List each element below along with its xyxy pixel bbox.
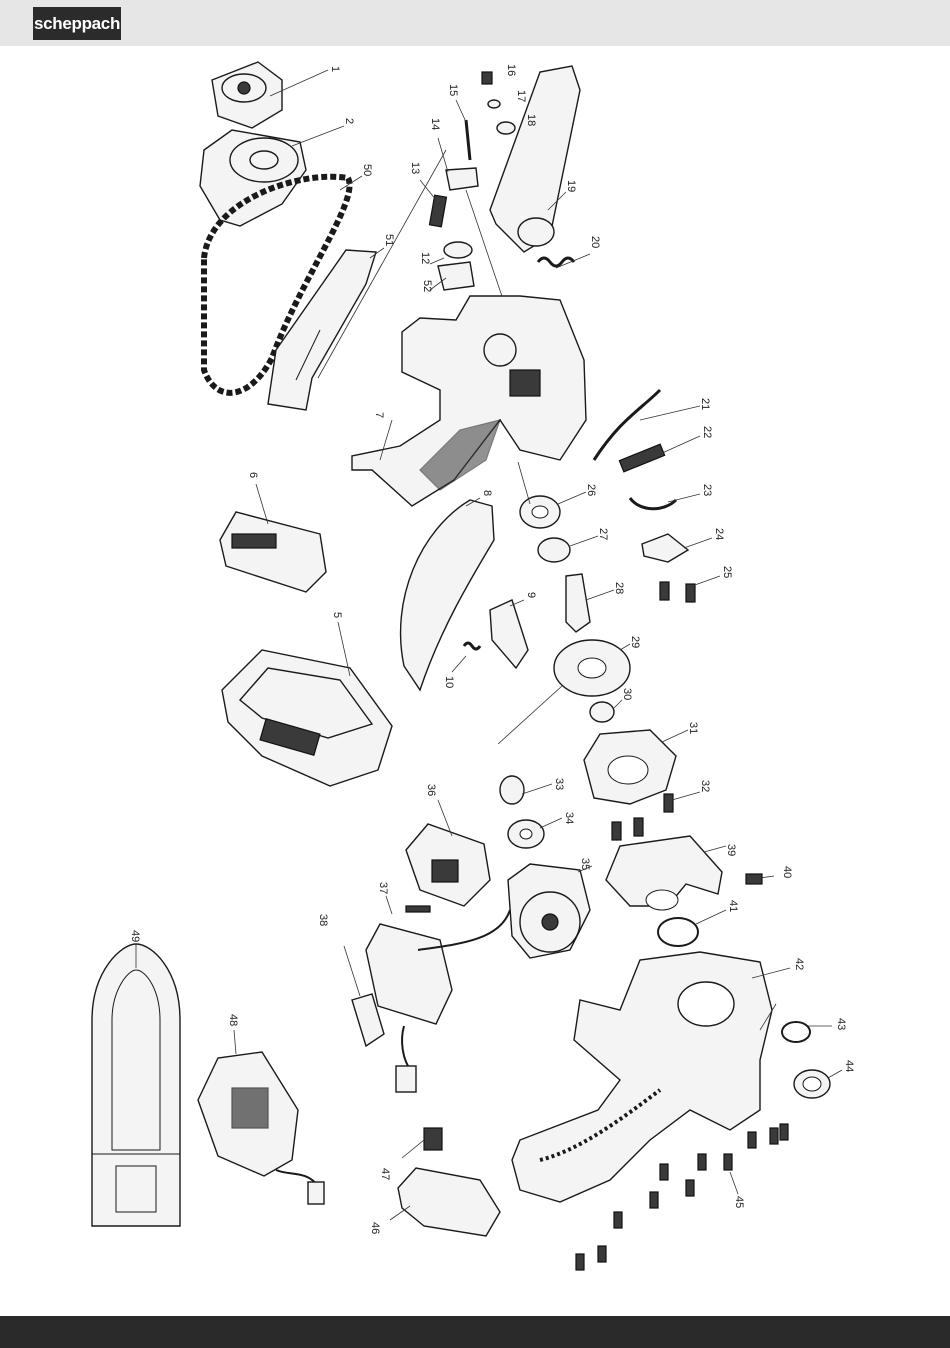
part-label-20: 20 xyxy=(589,236,601,248)
parts-21-25-drawing xyxy=(594,390,695,602)
parts-33-34-drawing xyxy=(500,776,544,848)
part-19-handle-drawing xyxy=(490,66,580,252)
part-label-16: 16 xyxy=(505,64,517,76)
part-label-1: 1 xyxy=(329,66,341,72)
part-49-bar-cover-drawing xyxy=(92,944,180,1226)
part-label-17: 17 xyxy=(515,90,527,102)
part-label-22: 22 xyxy=(701,426,713,438)
part-label-31: 31 xyxy=(687,722,699,734)
part-label-12: 12 xyxy=(419,252,431,264)
part-label-48: 48 xyxy=(227,1014,239,1026)
parts-26-28-drawing xyxy=(520,496,590,632)
part-label-13: 13 xyxy=(409,162,421,174)
part-label-50: 50 xyxy=(361,164,373,176)
parts-43-44-drawing xyxy=(782,1022,830,1098)
part-label-38: 38 xyxy=(317,914,329,926)
part-label-28: 28 xyxy=(613,582,625,594)
parts-31-32-drawing xyxy=(584,730,676,840)
part-7-housing-drawing xyxy=(352,296,586,506)
part-label-39: 39 xyxy=(725,844,737,856)
part-label-2: 2 xyxy=(343,118,355,124)
part-label-6: 6 xyxy=(247,472,259,478)
part-10-spring-drawing xyxy=(464,643,480,649)
exploded-parts-diagram: 1 2 50 51 12 52 13 14 15 16 17 18 19 20 … xyxy=(0,46,950,1316)
page-footer-bar xyxy=(0,1316,950,1348)
part-36-switch-drawing xyxy=(406,824,490,906)
part-5-battery-pack-drawing xyxy=(222,650,392,786)
part-label-19: 19 xyxy=(565,180,577,192)
part-label-41: 41 xyxy=(727,900,739,912)
part-label-23: 23 xyxy=(701,484,713,496)
part-20-spring-drawing xyxy=(538,258,574,266)
part-8-cover-drawing xyxy=(401,500,494,690)
part-label-35: 35 xyxy=(579,858,591,870)
part-label-40: 40 xyxy=(781,866,793,878)
part-label-18: 18 xyxy=(525,114,537,126)
part-label-49: 49 xyxy=(129,930,141,942)
part-label-14: 14 xyxy=(429,118,441,130)
part-6-battery-drawing xyxy=(220,512,326,592)
part-label-47: 47 xyxy=(379,1168,391,1180)
part-42-housing-shell-drawing xyxy=(512,952,772,1202)
parts-37-38-drawing xyxy=(352,906,510,1092)
part-9-drawing xyxy=(490,600,528,668)
part-label-29: 29 xyxy=(629,636,641,648)
part-label-32: 32 xyxy=(699,780,711,792)
brand-logo: scheppach xyxy=(33,7,121,40)
part-label-24: 24 xyxy=(713,528,725,540)
part-label-37: 37 xyxy=(377,882,389,894)
part-label-21: 21 xyxy=(699,398,711,410)
part-label-7: 7 xyxy=(373,412,385,418)
part-label-44: 44 xyxy=(843,1060,855,1072)
page-header: scheppach xyxy=(0,0,950,46)
part-label-25: 25 xyxy=(721,566,733,578)
part-label-36: 36 xyxy=(425,784,437,796)
part-2-drawing xyxy=(200,130,306,226)
part-48-charger-drawing xyxy=(198,1052,324,1204)
part-label-43: 43 xyxy=(835,1018,847,1030)
part-label-27: 27 xyxy=(597,528,609,540)
part-label-46: 46 xyxy=(369,1222,381,1234)
part-label-15: 15 xyxy=(447,84,459,96)
part-label-8: 8 xyxy=(481,490,493,496)
part-label-9: 9 xyxy=(525,592,537,598)
part-35-motor-drawing xyxy=(508,864,590,958)
part-label-26: 26 xyxy=(585,484,597,496)
parts-29-30-drawing xyxy=(554,640,630,722)
part-label-45: 45 xyxy=(733,1196,745,1208)
part-label-34: 34 xyxy=(563,812,575,824)
parts-46-47-drawing xyxy=(398,1128,500,1236)
parts-39-41-drawing xyxy=(606,836,762,946)
part-16-18-drawing xyxy=(482,72,515,134)
part-label-51: 51 xyxy=(383,234,395,246)
part-label-5: 5 xyxy=(331,612,343,618)
part-label-42: 42 xyxy=(793,958,805,970)
part-label-52: 52 xyxy=(421,280,433,292)
part-label-33: 33 xyxy=(553,778,565,790)
part-label-30: 30 xyxy=(621,688,633,700)
part-label-10: 10 xyxy=(443,676,455,688)
